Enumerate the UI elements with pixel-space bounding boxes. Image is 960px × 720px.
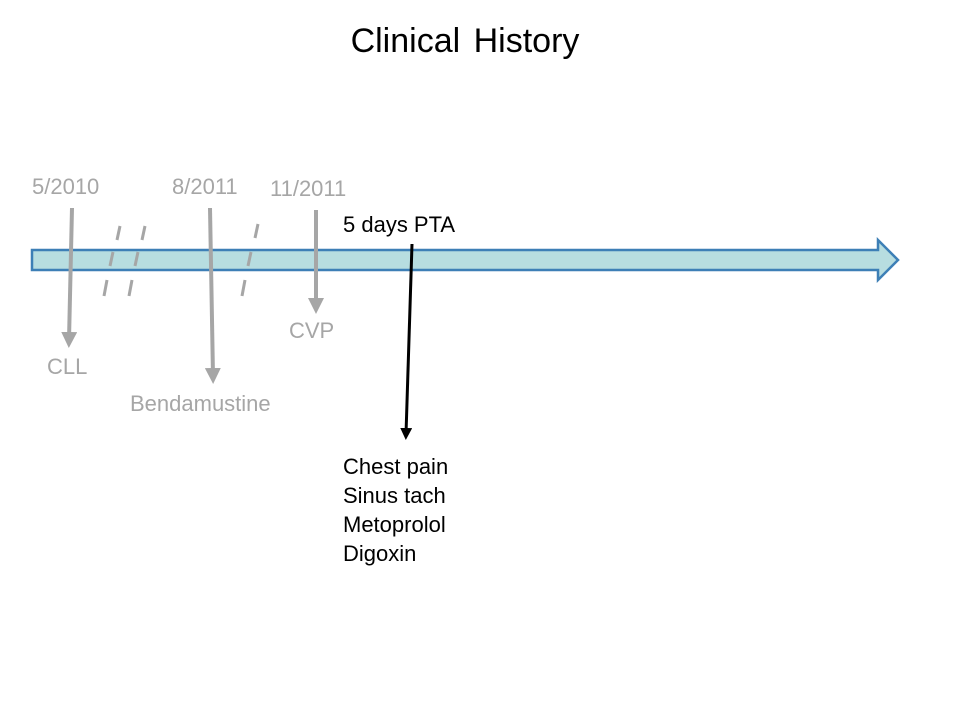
- date-label-2010: 5/2010: [32, 174, 100, 199]
- break-mark: [140, 225, 147, 241]
- break-mark: [127, 279, 134, 297]
- event-label-cll: CLL: [47, 354, 88, 379]
- arrow-pta: [400, 243, 414, 440]
- pta-event-item: Metoprolol: [343, 512, 446, 537]
- break-mark: [246, 251, 253, 267]
- pta-event-item: Chest pain: [343, 454, 449, 479]
- timeline-break-marks: [102, 223, 260, 297]
- break-mark: [133, 251, 140, 267]
- break-mark: [240, 279, 247, 297]
- break-mark: [102, 279, 109, 297]
- pta-event-item: Sinus tach: [343, 483, 446, 508]
- break-mark: [108, 251, 115, 267]
- event-label-cvp: CVP: [289, 318, 335, 343]
- break-mark: [115, 225, 122, 241]
- arrow-bendamustine: [204, 207, 221, 384]
- date-label-pta: 5 days PTA: [343, 212, 456, 237]
- page-title: Clinical History: [350, 22, 580, 60]
- date-label-aug-2011: 8/2011: [172, 174, 238, 199]
- event-label-bendamustine: Bendamustine: [130, 391, 271, 416]
- pta-event-list: Chest pain Sinus tach Metoprolol Digoxin: [343, 452, 448, 568]
- break-mark: [253, 223, 260, 239]
- timeline-arrow: [30, 236, 900, 284]
- pta-event-item: Digoxin: [343, 541, 417, 566]
- date-label-nov-2011: 11/2011: [270, 176, 347, 201]
- arrow-cll: [61, 207, 78, 348]
